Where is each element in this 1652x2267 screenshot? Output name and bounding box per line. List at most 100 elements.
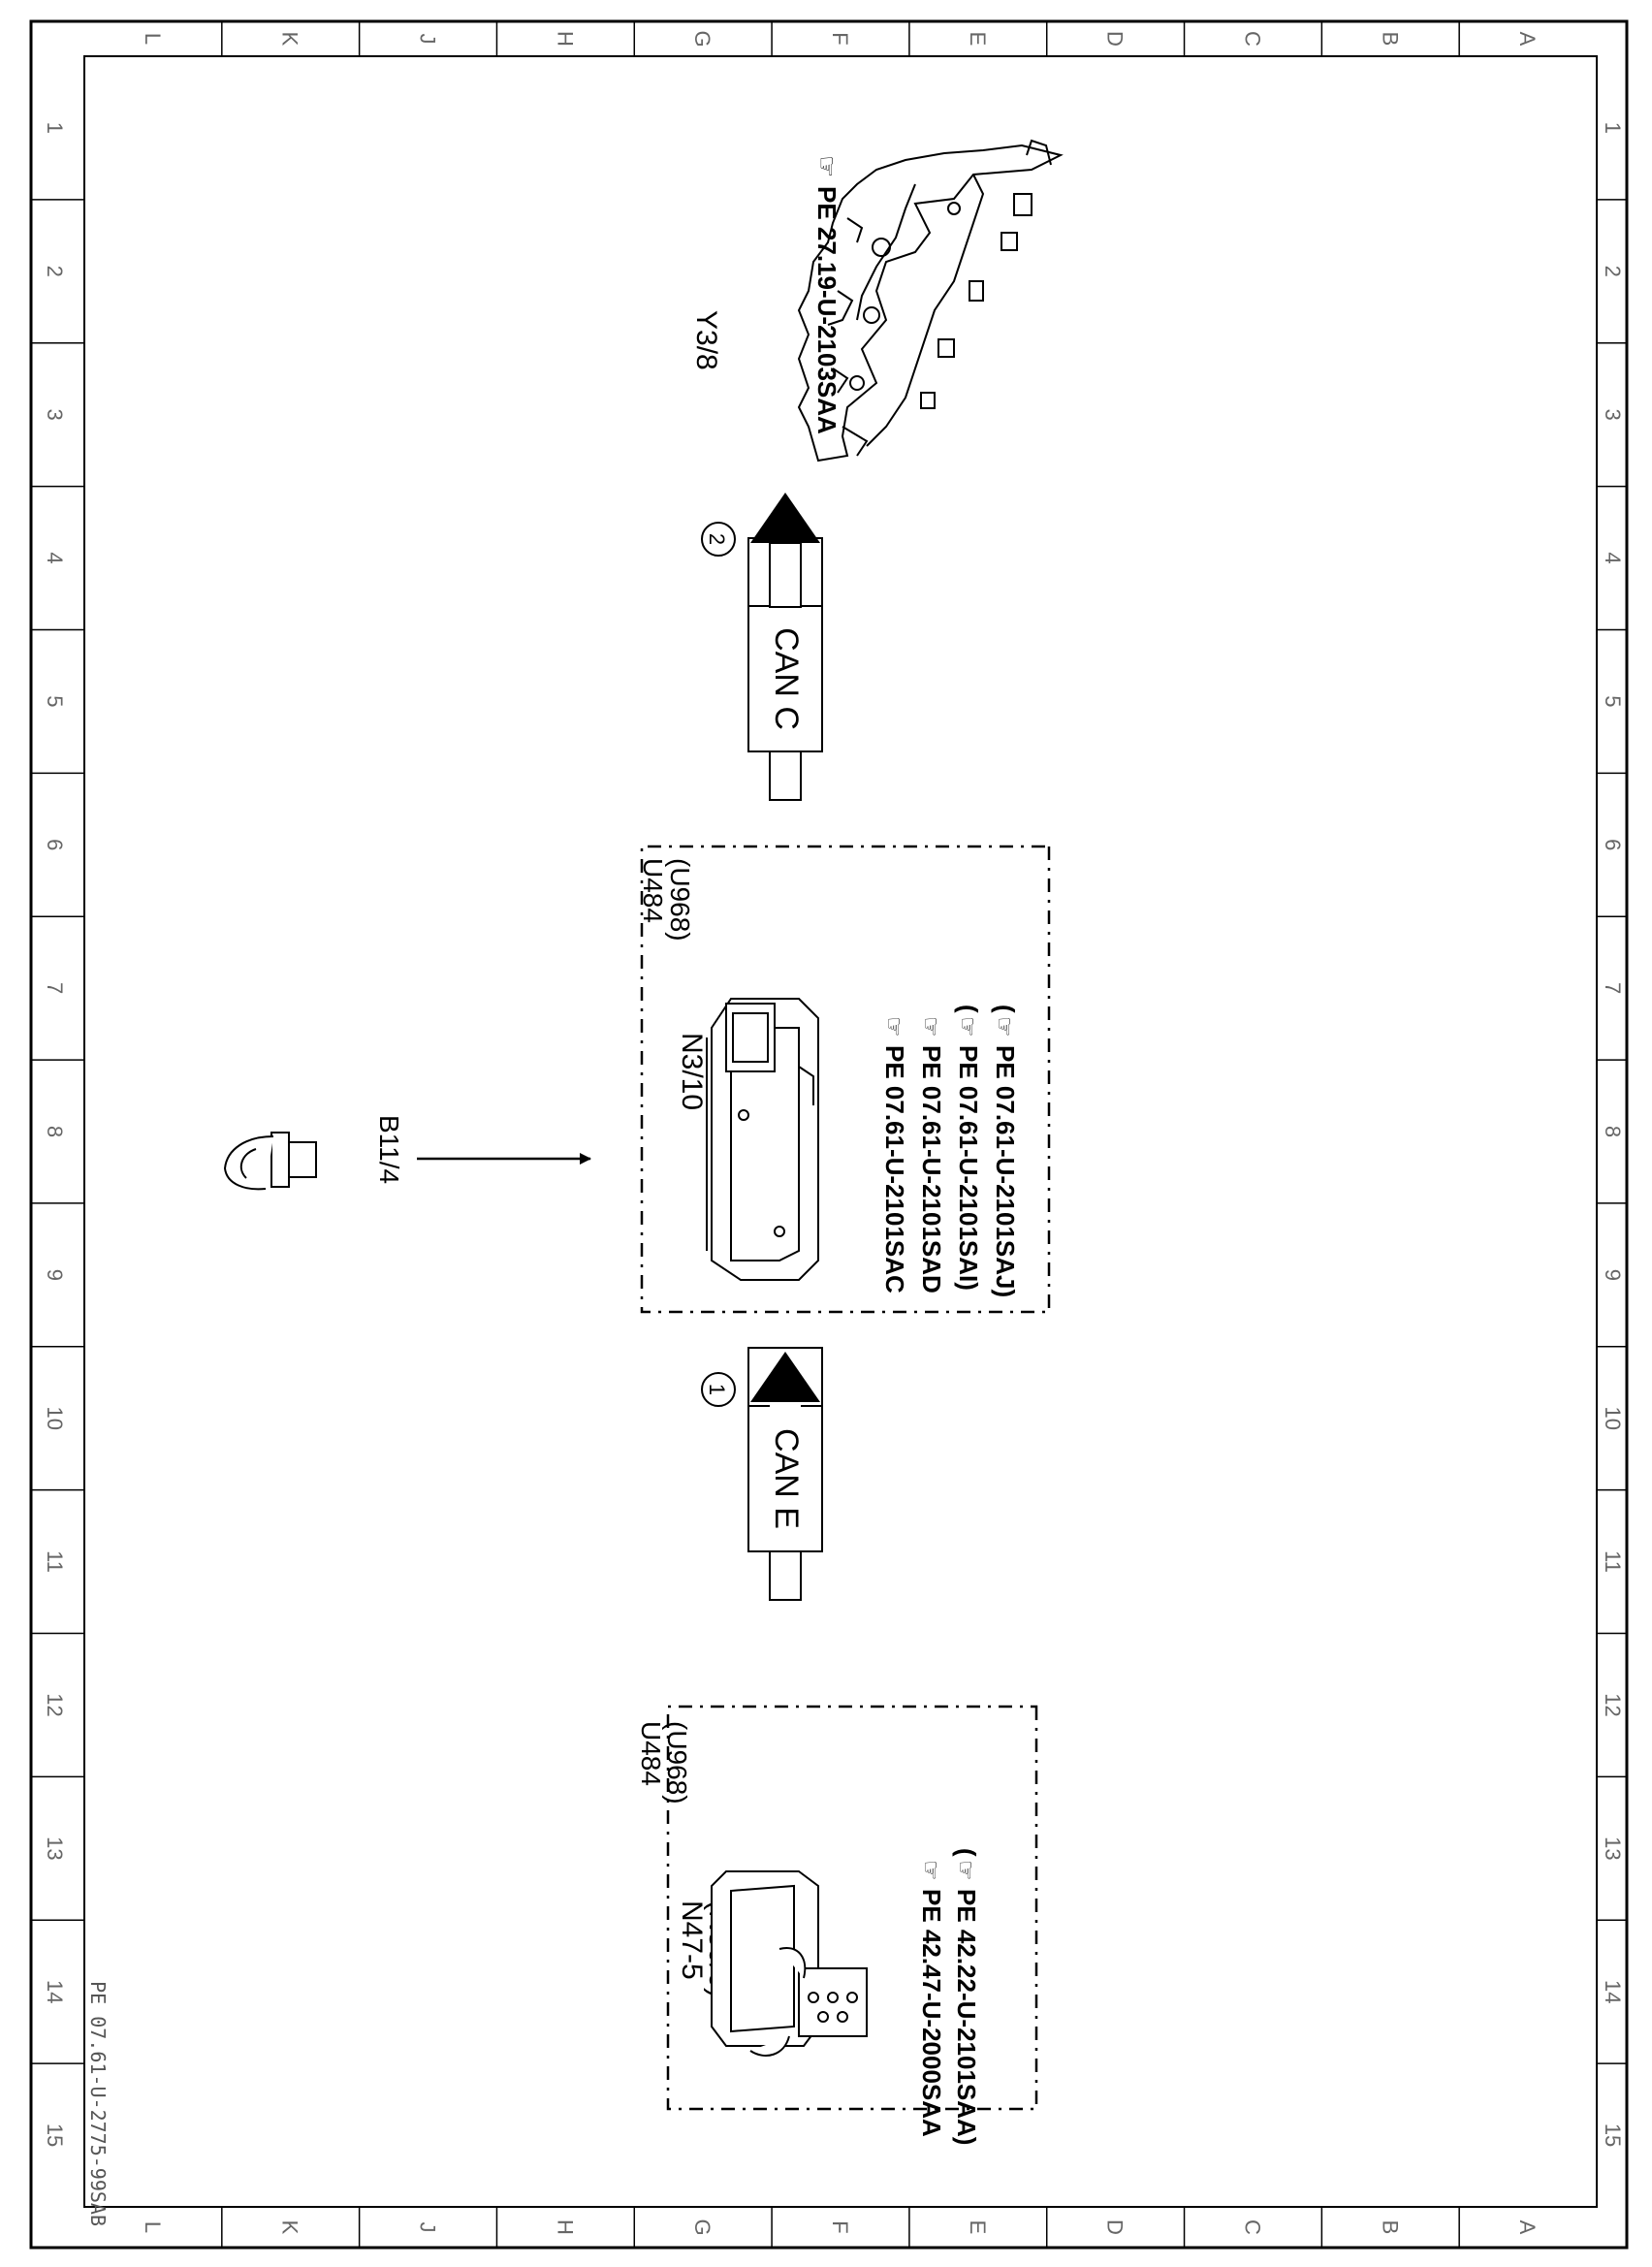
b11-4-code: B11/4 xyxy=(374,1115,404,1184)
grid-col-label: 9 xyxy=(43,1269,67,1281)
hand-pointer-icon: ☞ xyxy=(917,1016,943,1038)
abs-unit-drawing xyxy=(711,1870,868,2057)
can-c-label: CAN C xyxy=(768,627,805,730)
grid-col-label: 13 xyxy=(43,1836,67,1860)
grid-col-label: 12 xyxy=(43,1693,67,1716)
grid-col-label: 4 xyxy=(1601,552,1625,563)
ref-prefix: ( xyxy=(991,1005,1020,1013)
can-e-connection[interactable]: CAN E 1 xyxy=(701,1347,823,1601)
hand-pointer-icon: ☞ xyxy=(880,1016,906,1038)
grid-row-label: K xyxy=(278,2220,302,2235)
grid-row-label: F xyxy=(828,2220,852,2233)
can-c-shaft-bottom xyxy=(769,750,802,801)
grid-row-label: G xyxy=(690,30,715,47)
hand-pointer-icon: ☞ xyxy=(812,155,842,177)
grid-col-label: 1 xyxy=(1601,122,1625,134)
grid-row-label: L xyxy=(141,2221,165,2233)
grid-row-label: J xyxy=(416,34,440,45)
grid-col-label: 8 xyxy=(43,1126,67,1137)
hand-pointer-icon: ☞ xyxy=(917,1860,943,1881)
grid-row-label: D xyxy=(1103,31,1128,47)
grid-col-label: 5 xyxy=(1601,695,1625,707)
grid-row-label: C xyxy=(1240,31,1264,47)
n47-5-reference-list: ☞PE 42.47-U-2000SAA(☞PE 42.22-U-2101SAA) xyxy=(917,1848,981,2145)
grid-col-label: 11 xyxy=(43,1550,67,1573)
n3-10-code: N3/10 xyxy=(676,1033,708,1110)
n47-5-code: N47-5 xyxy=(676,1900,708,1980)
y3-8-reference[interactable]: ☞ PE 27.19-U-2103SAA xyxy=(812,155,842,434)
ref-text[interactable]: PE 07.61-U-2101SAJ) xyxy=(991,1045,1020,1297)
ref-prefix: ( xyxy=(952,1848,981,1857)
y3-8-ref-text: PE 27.19-U-2103SAA xyxy=(812,186,842,434)
grid-col-label: 10 xyxy=(43,1406,67,1429)
grid-col-label: 6 xyxy=(1601,839,1625,850)
can-e-gap xyxy=(770,1402,801,1408)
y3-8-code: Y3/8 xyxy=(690,310,722,370)
ref-text[interactable]: PE 42.22-U-2101SAA) xyxy=(952,1889,981,2145)
grid-row-label: E xyxy=(966,2220,990,2235)
grid-row-label: H xyxy=(553,2219,577,2235)
n3-10-variant-alt: (U968) xyxy=(665,858,695,942)
ref-text[interactable]: PE 07.61-U-2101SAI) xyxy=(954,1045,983,1291)
grid-col-label: 12 xyxy=(1601,1693,1625,1716)
grid-col-label: 11 xyxy=(1601,1550,1625,1573)
grid-row-label: F xyxy=(828,32,852,45)
grid-row-label: A xyxy=(1515,2220,1540,2235)
drawing-reference: PE 07.61-U-2775-99SAB xyxy=(86,1981,110,2226)
n47-5-dashed-box xyxy=(666,1705,1038,2111)
grid-col-label: 3 xyxy=(43,409,67,421)
n3-10-dashed-box xyxy=(640,845,1051,1314)
grid-row-label: D xyxy=(1103,2219,1128,2235)
inner-border xyxy=(83,55,1598,2208)
grid-row-label: E xyxy=(966,32,990,47)
hand-pointer-icon: ☞ xyxy=(954,1016,980,1038)
grid-col-label: 13 xyxy=(1601,1836,1625,1860)
grid-col-label: 7 xyxy=(1601,982,1625,994)
can-c-number-circle xyxy=(701,522,736,557)
can-e-arrowhead xyxy=(750,1352,820,1402)
grid-row-label: J xyxy=(416,2222,440,2233)
ref-text[interactable]: PE 07.61-U-2101SAD xyxy=(917,1045,946,1293)
grid-row-label: G xyxy=(690,2219,715,2235)
ref-prefix: ( xyxy=(954,1005,983,1013)
n47-5-variant: U484 xyxy=(636,1721,666,1786)
n47-5-component[interactable]: U484 (U968) N47-5 (N30/6) ☞PE 42.47-U-20… xyxy=(636,1705,1038,2145)
grid-col-label: 9 xyxy=(1601,1269,1625,1281)
hand-pointer-icon: ☞ xyxy=(991,1016,1017,1038)
ref-text[interactable]: PE 07.61-U-2101SAC xyxy=(880,1045,909,1293)
can-c-arrowhead xyxy=(750,493,820,543)
n47-5-variant-alt: (U968) xyxy=(662,1721,692,1804)
grid-col-label: 2 xyxy=(43,266,67,277)
can-c-number: 2 xyxy=(705,533,729,545)
grid-col-label: 1 xyxy=(43,122,67,134)
y3-8-component[interactable]: Y3/8 ☞ PE 27.19-U-2103SAA xyxy=(690,139,1064,463)
temperature-sensor-drawing xyxy=(223,1132,317,1191)
grid-col-label: 7 xyxy=(43,982,67,994)
outer-border xyxy=(29,19,1629,2250)
grid-col-label: 4 xyxy=(43,552,67,563)
grid-row-label: H xyxy=(553,31,577,47)
grid-col-label: 6 xyxy=(43,839,67,850)
can-c-connection[interactable]: CAN C 2 xyxy=(701,493,823,801)
ref-text[interactable]: PE 42.47-U-2000SAA xyxy=(917,1889,946,2137)
grid-col-label: 5 xyxy=(43,695,67,707)
n3-10-variant: U484 xyxy=(638,858,668,923)
grid-row-label: A xyxy=(1515,32,1540,47)
grid-ticks xyxy=(31,21,1627,2248)
grid-labels: 1122334455667788991010111112121313141415… xyxy=(43,30,1625,2235)
valve-body-drawing xyxy=(797,139,1064,463)
can-e-label: CAN E xyxy=(768,1428,805,1529)
grid-row-label: K xyxy=(278,32,302,47)
grid-col-label: 15 xyxy=(1601,2123,1625,2147)
n3-10-component[interactable]: U484 (U968) N3/10 ☞ PE 07.61-U-2101SAC ☞ PE… xyxy=(638,845,1051,1314)
grid-col-label: 14 xyxy=(1601,1980,1625,2003)
grid-col-label: 2 xyxy=(1601,266,1625,277)
grid-row-label: B xyxy=(1378,32,1402,47)
b11-4-component[interactable]: B11/4 xyxy=(223,1115,591,1191)
grid-col-label: 15 xyxy=(43,2123,67,2147)
can-e-number: 1 xyxy=(705,1384,729,1395)
can-c-shaft-mid xyxy=(769,542,802,608)
grid-col-label: 10 xyxy=(1601,1406,1625,1429)
